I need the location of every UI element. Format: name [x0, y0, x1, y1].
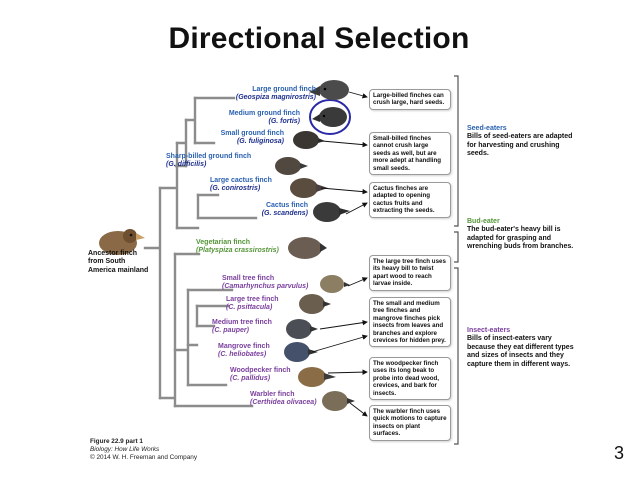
finch-label-medium-tree: Medium tree finch (C. pauper) — [212, 319, 282, 336]
finch-species: (G. fortis) — [268, 118, 301, 126]
description-box: Small-billed finches cannot crush large … — [369, 132, 451, 176]
finch-label-mangrove: Mangrove finch (C. heliobates) — [218, 343, 282, 360]
finch-name: Woodpecker finch — [230, 367, 291, 374]
finch-name: Large tree finch — [226, 296, 279, 303]
finch-birds — [275, 80, 355, 411]
large-tree-finch-icon — [299, 294, 331, 314]
finch-name: Sharp-billed ground finch — [166, 153, 252, 160]
group-body: The bud-eater's heavy bill is adapted fo… — [467, 226, 574, 251]
group-body: Bills of insect-eaters vary because they… — [467, 335, 574, 368]
finch-name: Large ground finch — [252, 86, 316, 93]
description-box: The warbler finch uses quick motions to … — [369, 405, 451, 441]
group-heading: Bud-eater — [467, 218, 500, 225]
finch-species: (C. pallidus) — [230, 375, 271, 383]
finch-label-large-cactus: Large cactus finch (G. conirostris) — [210, 177, 290, 194]
description-box: The small and medium tree finches and ma… — [369, 297, 451, 348]
finch-name: Cactus finch — [265, 202, 308, 209]
group-seed-eaters: Seed-eaters Bills of seed-eaters are ada… — [467, 125, 579, 159]
finch-species: (G. difficilis) — [166, 161, 207, 169]
figure-number: Figure 22.9 part 1 — [90, 438, 143, 445]
finch-species: (C. psittacula) — [226, 304, 273, 312]
finch-species: (Platyspiza crassirostris) — [196, 247, 279, 255]
ancestor-bird-icon — [99, 229, 145, 255]
finch-label-large-ground: Large ground finch (Geospiza magnirostri… — [196, 86, 316, 103]
description-arrows — [311, 91, 368, 417]
group-brackets — [454, 75, 459, 445]
sharp-billed-ground-finch-icon — [275, 157, 308, 175]
copyright: © 2014 W. H. Freeman and Company — [90, 454, 198, 462]
figure-caption: Figure 22.9 part 1 Biology: How Life Wor… — [90, 438, 197, 463]
description-box: Large-billed finches can crush large, ha… — [369, 89, 451, 110]
warbler-finch-icon — [322, 391, 355, 411]
finch-species: (G. conirostris) — [210, 185, 261, 193]
ancestor-label: Ancestor finch from South America mainla… — [88, 250, 149, 274]
slide-title: Directional Selection — [168, 22, 470, 55]
slide-number: 3 — [613, 443, 624, 463]
cactus-finch-icon — [313, 202, 350, 222]
finch-label-small-ground: Small ground finch (G. fuliginosa) — [196, 130, 284, 147]
highlight-ring — [309, 99, 351, 135]
finch-label-small-tree: Small tree finch (Camarhynchus parvulus) — [222, 275, 322, 292]
finch-name: Warbler finch — [250, 391, 295, 398]
medium-ground-finch-icon — [312, 107, 347, 127]
small-ground-finch-icon — [293, 131, 325, 149]
finch-label-sharp-billed: Sharp-billed ground finch (G. difficilis… — [166, 153, 270, 170]
description-box: Cactus finches are adapted to opening ca… — [369, 182, 451, 218]
finch-name: Vegetarian finch — [196, 239, 251, 246]
finch-label-woodpecker: Woodpecker finch (C. pallidus) — [230, 367, 300, 384]
phylogeny-tree — [143, 96, 258, 408]
finch-label-cactus: Cactus finch (G. scandens) — [230, 202, 308, 219]
finch-label-vegetarian: Vegetarian finch (Platyspiza crassirostr… — [196, 239, 292, 256]
medium-tree-finch-icon — [286, 319, 318, 339]
finch-label-medium-ground: Medium ground finch (G. fortis) — [210, 110, 300, 127]
description-box: The woodpecker finch uses its long beak … — [369, 357, 451, 401]
finch-name: Medium tree finch — [212, 319, 272, 326]
woodpecker-finch-icon — [298, 367, 336, 387]
finch-species: (G. scandens) — [261, 210, 308, 218]
finch-name: Medium ground finch — [228, 110, 300, 117]
finch-name: Mangrove finch — [218, 343, 270, 350]
finch-label-warbler: Warbler finch (Certhidea olivacea) — [250, 391, 320, 408]
large-ground-finch-icon — [309, 80, 349, 100]
group-body: Bills of seed-eaters are adapted for har… — [467, 133, 573, 158]
finch-name: Small tree finch — [222, 275, 275, 282]
group-insect-eaters: Insect-eaters Bills of insect-eaters var… — [467, 327, 579, 369]
group-heading: Insect-eaters — [467, 327, 511, 334]
finch-name: Small ground finch — [220, 130, 284, 137]
group-bud-eater: Bud-eater The bud-eater's heavy bill is … — [467, 218, 579, 252]
book-title: Biology: How Life Works — [90, 446, 160, 454]
finch-species: (G. fuliginosa) — [236, 138, 284, 146]
finch-species: (C. heliobates) — [218, 351, 267, 359]
finch-species: (Camarhynchus parvulus) — [222, 283, 309, 291]
finch-species: (Certhidea olivacea) — [250, 399, 317, 407]
finch-species: (Geospiza magnirostris) — [235, 94, 316, 102]
description-box: The large tree finch uses its heavy bill… — [369, 255, 451, 291]
group-heading: Seed-eaters — [467, 125, 507, 132]
finch-species: (C. pauper) — [212, 327, 249, 335]
vegetarian-finch-icon — [288, 237, 327, 259]
finch-label-large-tree: Large tree finch (C. psittacula) — [226, 296, 296, 313]
small-tree-finch-icon — [320, 275, 350, 293]
finch-name: Large cactus finch — [210, 177, 272, 184]
